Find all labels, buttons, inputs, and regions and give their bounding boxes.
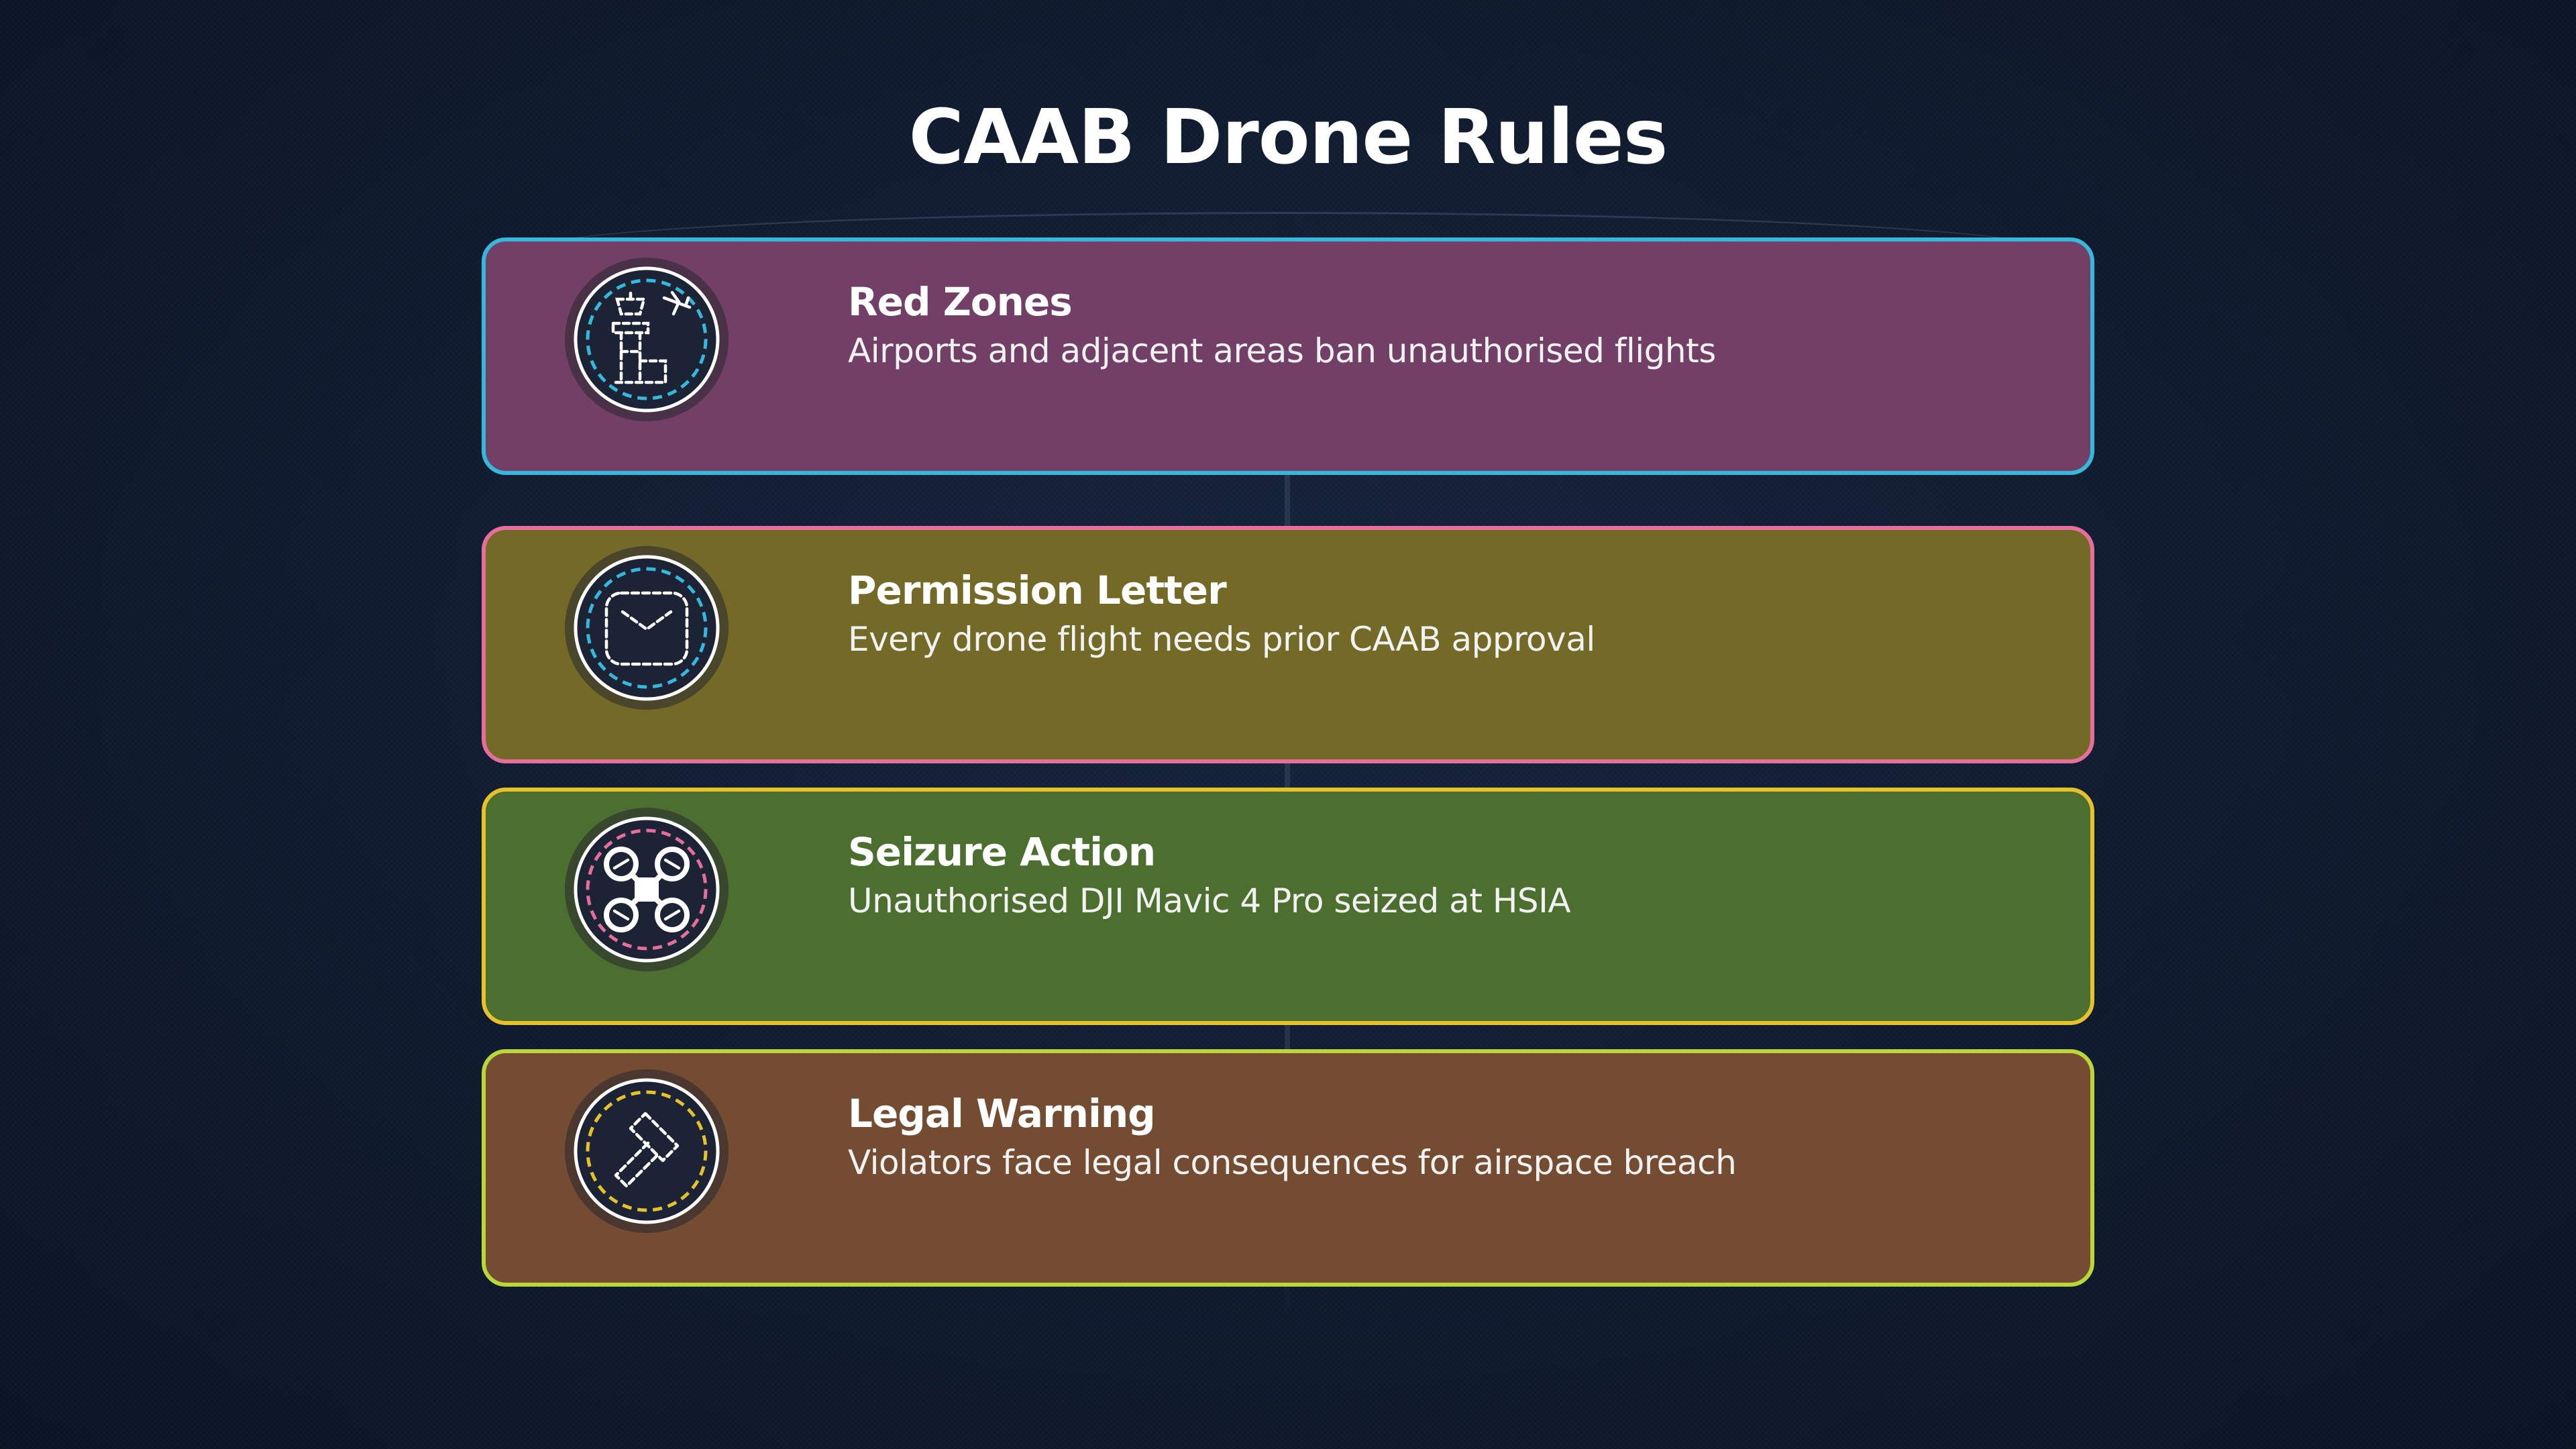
card-title: Seizure Action (848, 829, 1156, 875)
gavel-icon (565, 1069, 729, 1233)
card-description: Every drone flight needs prior CAAB appr… (848, 620, 1595, 659)
rule-card-red-zones: Red Zones Airports and adjacent areas ba… (482, 237, 2094, 475)
rule-card-legal-warning: Legal Warning Violators face legal conse… (482, 1049, 2094, 1287)
page-title: CAAB Drone Rules (908, 94, 1668, 181)
envelope-icon (565, 546, 729, 710)
rule-card-seizure-action: Seizure Action Unauthorised DJI Mavic 4 … (482, 788, 2094, 1025)
rule-card-permission-letter: Permission Letter Every drone flight nee… (482, 526, 2094, 763)
card-description: Violators face legal consequences for ai… (848, 1143, 1737, 1182)
drone-icon (565, 808, 729, 971)
control-tower-icon (565, 258, 729, 421)
card-title: Permission Letter (848, 568, 1227, 613)
card-title: Legal Warning (848, 1091, 1156, 1136)
card-description: Airports and adjacent areas ban unauthor… (848, 331, 1716, 370)
card-description: Unauthorised DJI Mavic 4 Pro seized at H… (848, 881, 1571, 920)
card-title: Red Zones (848, 279, 1073, 325)
